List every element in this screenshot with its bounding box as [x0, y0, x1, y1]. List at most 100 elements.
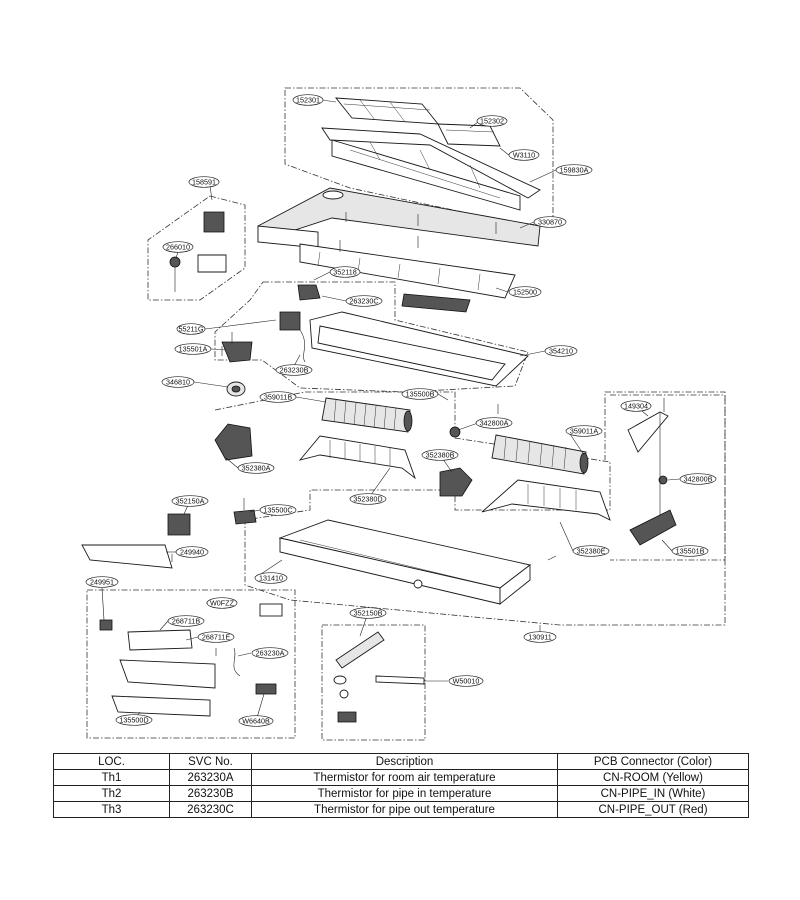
cell-description: Thermistor for pipe out temperature [251, 801, 558, 818]
svg-text:263230B: 263230B [280, 366, 309, 375]
svg-text:152301: 152301 [296, 96, 320, 105]
part-label-149304[interactable]: 149304 [620, 400, 652, 412]
part-label-263230C[interactable]: 263230C [345, 295, 383, 307]
svg-text:158591: 158591 [192, 178, 216, 187]
part-label-135500B[interactable]: 135500B [401, 388, 439, 400]
part-label-130911[interactable]: 130911 [523, 631, 557, 643]
part-label-152302[interactable]: 152302 [476, 115, 508, 127]
part-label-W0FZZ[interactable]: W0FZZ [206, 597, 238, 609]
part-label-352380B[interactable]: 352380B [421, 449, 459, 461]
cell-pcb-connector: CN-PIPE_IN (White) [557, 785, 749, 802]
cross-flow-fan-right [491, 434, 589, 475]
column-header-description: Description [251, 753, 558, 770]
hardware-kit-parts [333, 631, 425, 723]
holder-c [233, 509, 257, 525]
pipe-sensor-assembly [279, 284, 321, 363]
part-label-W6640B[interactable]: W6640B [238, 715, 274, 727]
part-label-249951[interactable]: 249951 [85, 576, 119, 588]
svg-text:249951: 249951 [90, 578, 114, 587]
part-label-352118[interactable]: 352118 [329, 266, 361, 278]
part-label-263230A[interactable]: 263230A [251, 647, 289, 659]
svg-text:263230A: 263230A [256, 649, 285, 658]
cell-pcb-connector: CN-ROOM (Yellow) [557, 769, 749, 786]
part-label-152301[interactable]: 152301 [292, 94, 324, 106]
thermistor-service-table: LOC. SVC No. Description PCB Connector (… [53, 753, 749, 818]
column-header-svc-no: SVC No. [169, 753, 252, 770]
part-label-268711B[interactable]: 268711B [167, 615, 205, 627]
svg-text:W6640B: W6640B [242, 717, 270, 726]
table-row: Th3 263230C Thermistor for pipe out temp… [53, 801, 749, 818]
part-label-135501A[interactable]: 135501A [174, 343, 212, 355]
group-hardware-kit [321, 624, 426, 741]
step-motor [169, 211, 227, 292]
cell-loc: Th3 [53, 801, 170, 818]
part-label-135501B[interactable]: 135501B [671, 545, 709, 557]
svg-text:342800A: 342800A [480, 419, 509, 428]
part-label-159830A[interactable]: 159830A [555, 164, 593, 176]
part-label-352380A[interactable]: 352380A [237, 462, 275, 474]
svg-text:359011B: 359011B [264, 393, 292, 402]
svg-text:352150B: 352150B [354, 609, 383, 618]
part-label-342800B[interactable]: 342800B [679, 473, 717, 485]
svg-text:352150A: 352150A [176, 497, 205, 506]
part-label-359011A[interactable]: 359011A [565, 425, 603, 437]
fan-motor [226, 381, 246, 397]
louver-grille [299, 243, 516, 299]
part-number-labels: 152301 152302 W3110 159830A 158591 33087… [85, 94, 717, 727]
part-label-W3110[interactable]: W3110 [508, 149, 540, 161]
svg-text:131410: 131410 [259, 574, 283, 583]
svg-text:352380A: 352380A [242, 464, 271, 473]
bearing-b [658, 475, 668, 485]
part-label-330870[interactable]: 330870 [533, 216, 567, 228]
base-chassis [278, 519, 532, 605]
end-cap-left [214, 423, 253, 461]
part-label-158591[interactable]: 158591 [188, 176, 220, 188]
svg-text:W0FZZ: W0FZZ [210, 599, 235, 608]
exploded-parts-diagram: 152301 152302 W3110 159830A 158591 33087… [81, 87, 726, 741]
svg-text:W3110: W3110 [513, 151, 535, 160]
evaporator [309, 311, 529, 387]
sensor-bracket [401, 293, 471, 313]
part-label-342800A[interactable]: 342800A [475, 417, 513, 429]
group-pipe-sensors [214, 281, 529, 393]
part-label-346810[interactable]: 346810 [161, 376, 195, 388]
svg-text:249940: 249940 [180, 548, 204, 557]
part-label-352380D[interactable]: 352380D [349, 493, 387, 505]
part-label-131410[interactable]: 131410 [254, 572, 288, 584]
svg-text:135501A: 135501A [179, 345, 208, 354]
part-label-249940[interactable]: 249940 [175, 546, 209, 558]
cross-flow-fan-left [321, 397, 413, 433]
screws [171, 212, 665, 656]
part-label-359011B[interactable]: 359011B [259, 391, 297, 403]
part-label-263230B[interactable]: 263230B [275, 364, 313, 376]
svg-text:135501B: 135501B [676, 547, 705, 556]
part-label-152500[interactable]: 152500 [508, 286, 542, 298]
part-label-266010[interactable]: 266010 [162, 241, 194, 253]
part-label-352380E[interactable]: 352380E [572, 545, 610, 557]
front-frame [321, 127, 541, 211]
part-label-55211G[interactable]: 55211G [176, 323, 206, 335]
svg-text:135500D: 135500D [119, 716, 148, 725]
table-row: Th1 263230A Thermistor for room air temp… [53, 769, 749, 786]
part-label-354210[interactable]: 354210 [544, 345, 578, 357]
part-label-135500C[interactable]: 135500C [259, 504, 297, 516]
group-control-box [86, 589, 296, 739]
cell-loc: Th2 [53, 785, 170, 802]
column-header-loc: LOC. [53, 753, 170, 770]
part-label-352150B[interactable]: 352150B [349, 607, 387, 619]
part-label-W50010[interactable]: W50010 [448, 675, 484, 687]
bearing-a [449, 426, 461, 438]
svg-text:268711B: 268711B [172, 617, 200, 626]
table-header-row: LOC. SVC No. Description PCB Connector (… [53, 753, 749, 770]
svg-text:159830A: 159830A [560, 166, 589, 175]
table-row: Th2 263230B Thermistor for pipe in tempe… [53, 785, 749, 802]
svg-text:152500: 152500 [513, 288, 537, 297]
part-label-268711E[interactable]: 268711E [197, 631, 235, 643]
svg-text:130911: 130911 [528, 633, 551, 642]
svg-text:359011A: 359011A [570, 427, 598, 436]
cell-description: Thermistor for pipe in temperature [251, 785, 558, 802]
end-cap-mid [439, 467, 473, 497]
part-label-135500D[interactable]: 135500D [115, 714, 153, 726]
svg-text:266010: 266010 [166, 243, 190, 252]
part-label-352150A[interactable]: 352150A [171, 495, 209, 507]
